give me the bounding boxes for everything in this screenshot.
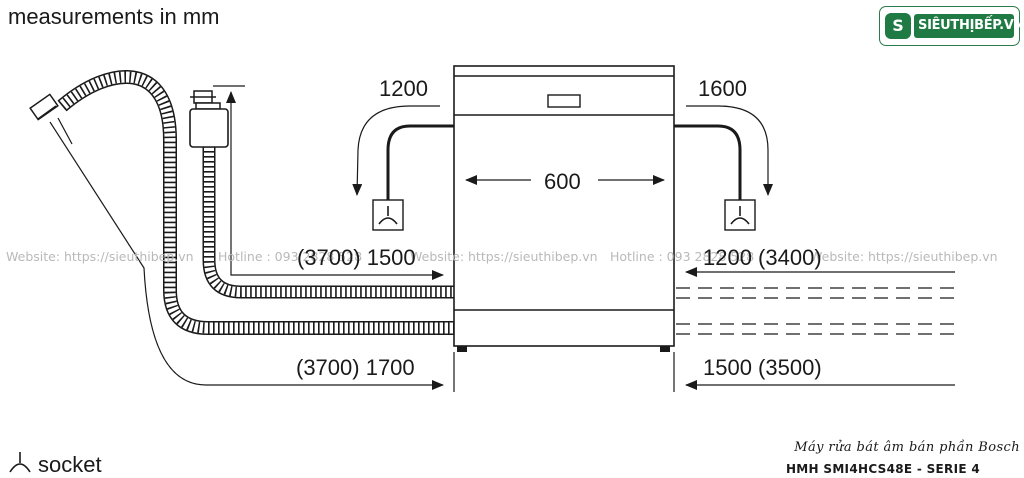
- cable-reach-arrow-right: [686, 105, 773, 196]
- dimension-inlet-left: (3700) 1500: [297, 245, 416, 270]
- watermark-website: Website: https://sieuthibep.vn: [6, 249, 194, 264]
- dimension-outlet-right: 1200 (3400): [703, 245, 822, 270]
- product-caption: Máy rửa bát âm bán phần Bosch: [794, 440, 1020, 455]
- watermark-website: Website: https://sieuthibep.vn: [410, 249, 598, 264]
- hose-extension-dashed: [676, 287, 955, 335]
- inlet-length-line: [230, 270, 444, 280]
- measurement-unit-note: measurements in mm: [8, 4, 220, 29]
- dimension-drain-right: 1500 (3500): [703, 355, 822, 380]
- legend-socket-label: socket: [38, 452, 102, 477]
- socket-icon: [372, 199, 404, 231]
- inlet-hose: [202, 146, 455, 299]
- socket-icon: [724, 199, 756, 231]
- watermark-hotline: Hotline : 093 2828 528: [610, 249, 754, 264]
- power-cable-right: [674, 124, 742, 200]
- dimension-top-right: 1600: [698, 76, 747, 101]
- dimension-top-left: 1200: [379, 76, 428, 101]
- drain-hose: [29, 70, 455, 335]
- watermark-website: Website: https://sieuthibep.vn: [810, 249, 998, 264]
- product-model: HMH SMI4HCS48E - SERIE 4: [785, 462, 980, 476]
- dishwasher-body: [453, 65, 675, 352]
- drain-length-line-left: [49, 117, 443, 385]
- watermark-hotline: Hotline : 093 2828 528: [218, 249, 362, 264]
- brand-logo: S SIÊUTHỊBẾP.VN: [879, 6, 1024, 46]
- dimension-drain-left: (3700) 1700: [296, 355, 415, 380]
- legend-socket-icon: [9, 452, 31, 473]
- logo-text: SIÊUTHỊBẾP.VN: [914, 14, 1024, 38]
- dimension-width: 600: [544, 169, 581, 194]
- aquastop-valve: [189, 90, 229, 148]
- cable-reach-arrow-left: [352, 105, 440, 196]
- logo-badge: S: [885, 13, 911, 39]
- power-cable-left: [386, 124, 454, 200]
